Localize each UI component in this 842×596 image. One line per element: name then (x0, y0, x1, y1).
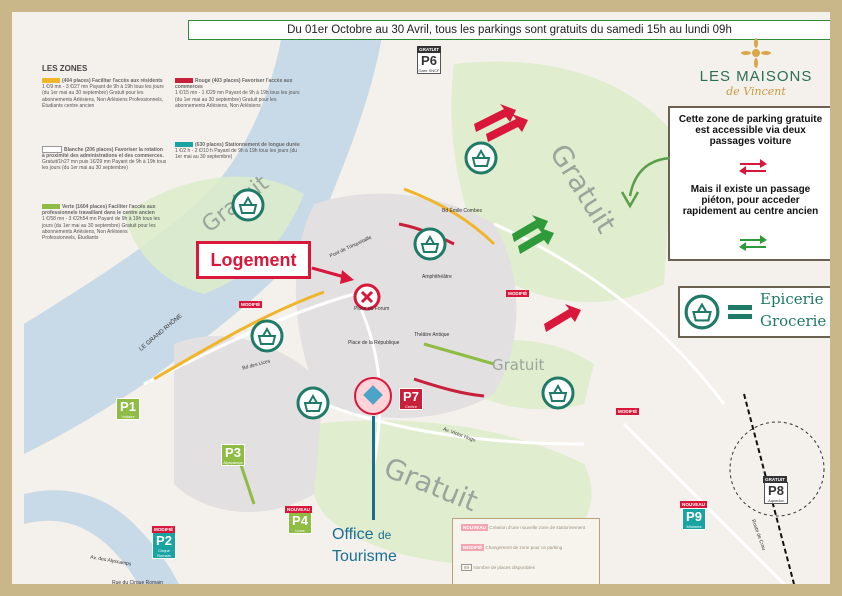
logement-location-icon (353, 283, 381, 311)
street-label: Place de la République (348, 340, 400, 346)
info-box: Cette zone de parking gratuite est acces… (668, 106, 830, 261)
badge-gratuit: GRATUIT (417, 46, 442, 53)
grocery-icon (250, 319, 284, 353)
zones-legend: LES ZONES (404 places) Facilitar l'accès… (42, 64, 312, 241)
badge-nouveau: NOUVEAU (680, 501, 707, 508)
street-label: Théâtre Antique (414, 332, 450, 338)
grocery-icon (541, 376, 575, 410)
zone-text: 1 €/58 mn - 3 €/2h54 mn Payant de 9h à 1… (42, 216, 160, 242)
zone-green: Verte (1604 places) Faciliter l'accès au… (42, 204, 162, 241)
green-arrows-icon (739, 235, 767, 251)
tourist-office-label: Office de Tourisme (332, 524, 397, 567)
equals-icon (728, 305, 752, 319)
legend-label: Changement de zone pour ce parking (485, 545, 563, 550)
gratuit-label-mid: Gratuit (492, 356, 545, 374)
banner: Du 01er Octobre au 30 Avril, tous les pa… (188, 20, 830, 40)
zone-text: 1 €/15 mn - 1 €/29 mn Payant de 9h à 19h… (175, 90, 300, 109)
p8-zone-circle (729, 421, 825, 517)
south-blocks (174, 336, 324, 513)
grocery-icon (413, 227, 447, 261)
zone-name: (404 places) Facilitar l'accès aux résid… (62, 78, 163, 84)
zone-swatch (42, 78, 60, 84)
zones-title: LES ZONES (42, 64, 88, 73)
map-legend: NOUVEAU Création d'une nouvelle zone de … (452, 518, 600, 584)
zone-text: 1 €/2 h - 2 €/10 h Payant de 9h à 19h to… (175, 148, 298, 161)
street-label: Place du Forum (354, 306, 390, 312)
tourist-office-line (372, 416, 375, 520)
logement-label: Logement (196, 241, 311, 279)
city-map (24, 24, 825, 584)
grocery-icon (231, 188, 265, 222)
zone-white: Blanche (206 places) Favoriser la rotati… (42, 146, 167, 172)
logement-arrow-icon (311, 266, 354, 284)
grocery-icon (296, 386, 330, 420)
grocery-icon (684, 294, 720, 330)
epicerie-label: Epicerie (760, 290, 824, 308)
badge-modifie: MODIFIÉ (506, 290, 530, 297)
street-label: Rue du Cirque Romain (112, 580, 163, 586)
tourist-office-word-de: de (377, 528, 392, 542)
street-label: Bd Émile Combes (442, 208, 483, 214)
grocery-icon (464, 141, 498, 175)
zone-swatch (175, 78, 193, 84)
logo-subtitle: de Vincent (726, 85, 786, 98)
epicerie-box: Epicerie Grocerie (678, 286, 830, 338)
zone-name: Rouge (403 places) Favoriser l'accès aux… (175, 78, 293, 91)
badge-modifie: MODIFIÉ (616, 408, 640, 415)
green-zone-north (451, 61, 674, 303)
legend-badge: MODIFIÉ (461, 544, 485, 551)
tourist-office-icon (354, 377, 392, 415)
legend-item: 69 Nombre de places disponibles (461, 564, 535, 571)
info-line-2: Mais il existe un passage piéton, pour a… (682, 184, 819, 217)
sun-logo-icon (741, 38, 771, 68)
river-lower (24, 490, 179, 584)
info-pointer-arrow-icon (620, 156, 671, 209)
legend-item: MODIFIÉ Changement de zone pour ce parki… (461, 544, 563, 551)
grocerie-label: Grocerie (760, 312, 827, 330)
zone-text: 1 €/9 mn - 3 €/27 mn Payant de 9h à 19h … (42, 84, 164, 109)
zone-text: Gratuit/1h27 mn puis 1€/29 mn Payant de … (42, 159, 167, 172)
info-line-1: Cette zone de parking gratuite est acces… (678, 114, 823, 147)
zone-swatch (42, 146, 62, 153)
zone-swatch (175, 142, 193, 148)
zone-name: (630 places) Stationnement de longue dur… (195, 142, 300, 148)
legend-badge: 69 (461, 564, 473, 571)
tourist-office-word-1: Office (332, 526, 374, 543)
legend-badge: NOUVEAU (461, 524, 488, 531)
old-town (295, 193, 517, 418)
legend-item: NOUVEAU Création d'une nouvelle zone de … (461, 524, 586, 531)
tourist-office-word-2: Tourisme (332, 548, 397, 565)
zone-name: Verte (1604 places) Faciliter l'accès au… (42, 204, 156, 217)
badge-modifie: MODIFIÉ (239, 301, 263, 308)
red-arrows-icon (739, 159, 767, 175)
legend-label: Création d'une nouvelle zone de stationn… (489, 525, 586, 530)
badge-nouveau: NOUVEAU (285, 506, 312, 513)
zone-red: Rouge (403 places) Favoriser l'accès aux… (175, 78, 300, 109)
zone-swatch (42, 204, 60, 210)
zone-teal: (630 places) Stationnement de longue dur… (175, 142, 300, 161)
badge-modifie: MODIFIÉ (152, 526, 176, 533)
logo: LES MAISONS de Vincent (686, 38, 826, 98)
zone-name: Blanche (206 places) Favoriser la rotati… (42, 146, 164, 160)
street-label: Amphithéâtre (422, 274, 452, 280)
badge-gratuit: GRATUIT (763, 476, 788, 483)
zone-yellow: (404 places) Facilitar l'accès aux résid… (42, 78, 167, 109)
logo-title: LES MAISONS (699, 68, 813, 85)
legend-label: Nombre de places disponibles (473, 565, 535, 570)
access-arrows (474, 104, 581, 332)
